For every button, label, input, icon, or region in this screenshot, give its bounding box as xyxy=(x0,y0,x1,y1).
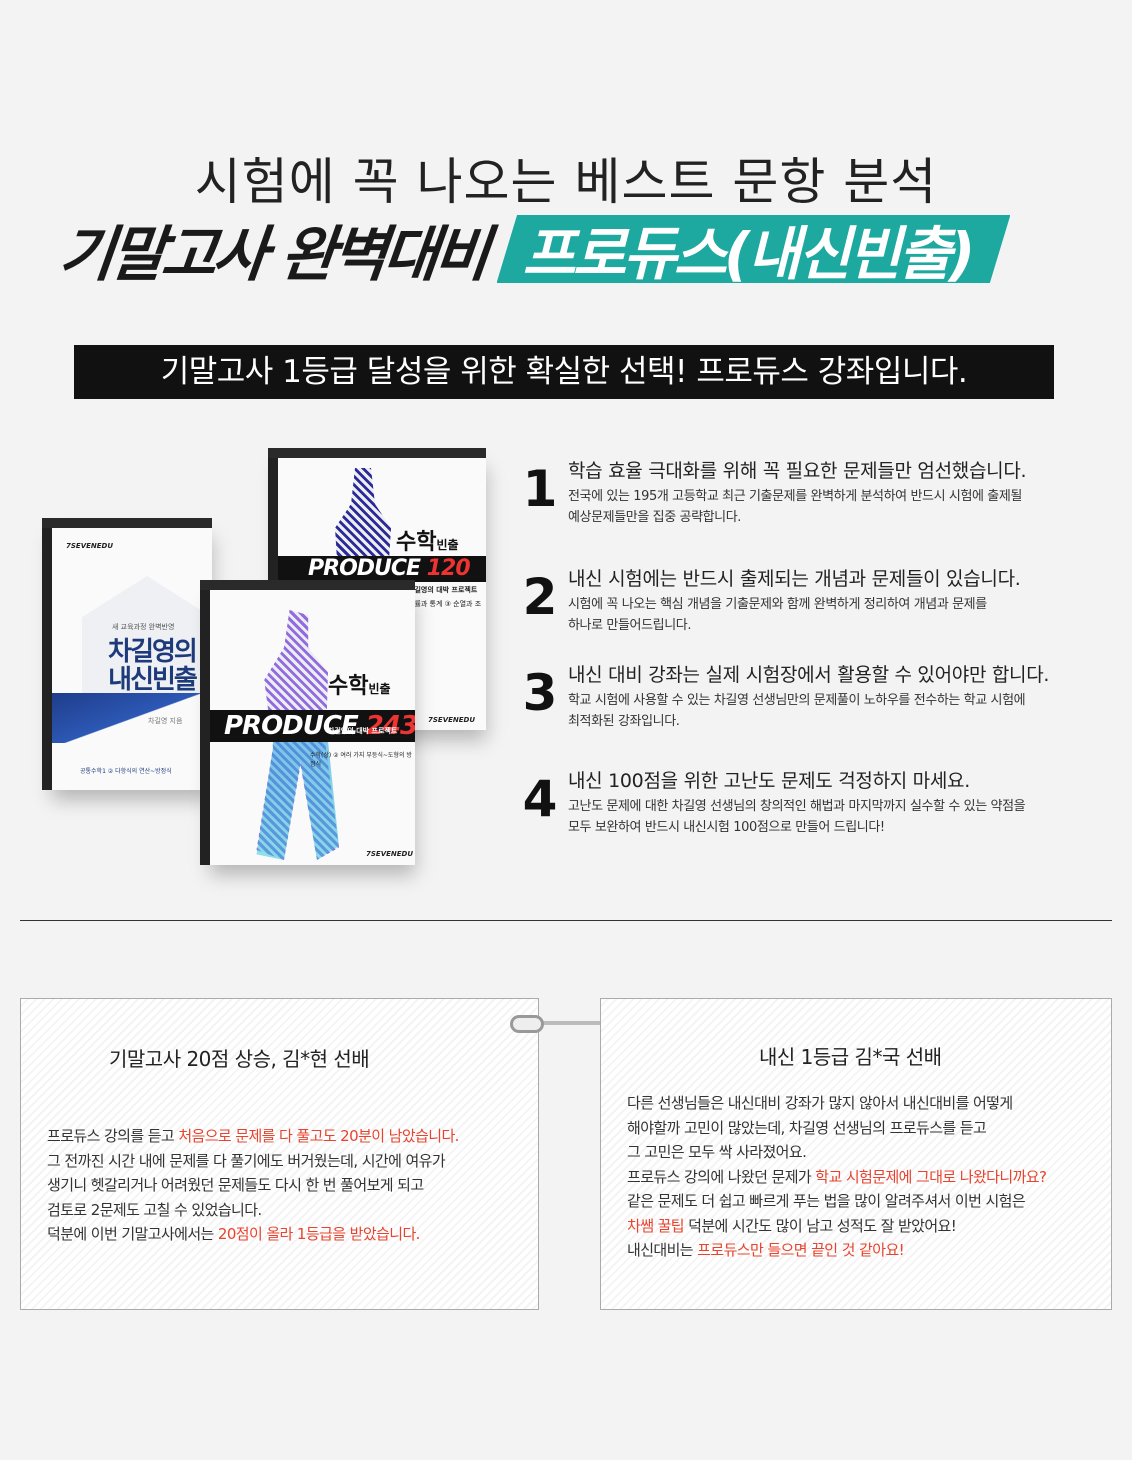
review-line: 덕분에 이번 기말고사에서는 20점이 올라 1등급을 받았습니다. xyxy=(47,1222,459,1247)
point-heading: 내신 시험에는 반드시 출제되는 개념과 문제들이 있습니다. xyxy=(568,568,1021,590)
book-a-small: 새 교육과정 완벽반영 xyxy=(112,623,175,631)
review-highlight: 20점이 올라 1등급을 받았습니다. xyxy=(217,1225,421,1243)
promo-banner: 기말고사 1등급 달성을 위한 확실한 선택! 프로듀스 강좌입니다. xyxy=(74,345,1054,399)
point-1: 1 학습 효율 극대화를 위해 꼭 필요한 문제들만 엄선했습니다. 전국에 있… xyxy=(520,456,1110,546)
review-line: 해야할까 고민이 많았는데, 차길영 선생님의 프로듀스를 듣고 xyxy=(627,1118,987,1137)
headline-title-teal: 프로듀스(내신빈출) xyxy=(496,215,1011,283)
review-highlight: 학교 시험문제에 그대로 나왔다니까요? xyxy=(815,1167,1047,1186)
review-text: 내신대비는 xyxy=(627,1241,698,1259)
review-body: 프로듀스 강의를 듣고 처음으로 문제를 다 풀고도 20분이 남았습니다. 그… xyxy=(47,1124,459,1247)
review-line: 그 고민은 모두 싹 사라졌어요. xyxy=(627,1143,807,1161)
point-description: 전국에 있는 195개 고등학교 최근 기출문제를 완벽하게 분석하여 반드시 … xyxy=(568,486,1108,528)
review-title: 내신 1등급 김*국 선배 xyxy=(759,1045,942,1069)
point-number: 3 xyxy=(522,664,558,722)
point-number: 1 xyxy=(522,460,558,518)
review-line: 프로듀스 강의에 나왔던 문제가 학교 시험문제에 그대로 나왔다니까요? xyxy=(627,1165,1047,1190)
book-b-math-sub: 빈출 xyxy=(436,538,459,552)
review-line: 생기니 헷갈리거나 어려웠던 문제들도 다시 한 번 풀어보게 되고 xyxy=(47,1176,424,1194)
book-b-math: 수학빈출 xyxy=(396,524,459,556)
point-4: 4 내신 100점을 위한 고난도 문제도 걱정하지 마세요. 고난도 문제에 … xyxy=(520,766,1110,856)
book-c-math: 수학빈출 xyxy=(328,668,391,700)
card-connector-bar xyxy=(525,1021,625,1025)
book-produce-243: 수학빈출 PRODUCE 243 차길영의 대박 프로젝트 수학(상) ② 여러… xyxy=(200,580,415,865)
review-highlight: 프로듀스만 들으면 끝인 것 같아요! xyxy=(697,1241,905,1259)
review-line: 다른 선생님들은 내신대비 강좌가 많지 않아서 내신대비를 어떻게 xyxy=(627,1094,1013,1112)
book-c-produce: PRODUCE 243 xyxy=(210,710,415,742)
book-b-produce-text: PRODUCE xyxy=(308,556,421,581)
book-c-caption2: 수학(상) ② 여러 가지 부등식~도형의 방정식 xyxy=(310,752,412,768)
review-title: 기말고사 20점 상승, 김*현 선배 xyxy=(109,1047,370,1071)
point-description-line: 최적화된 강좌입니다. xyxy=(568,714,680,729)
point-description: 시험에 꼭 나오는 핵심 개념을 기출문제와 함께 완벽하게 정리하여 개념과 … xyxy=(568,594,1108,636)
review-highlight: 차쌤 꿀팁 xyxy=(627,1216,685,1235)
book-c-caption: 차길영의 대박 프로젝트 xyxy=(328,727,398,735)
point-description-line: 학교 시험에 사용할 수 있는 차길영 선생님만의 문제풀이 노하우를 전수하는… xyxy=(568,693,1026,708)
section-divider xyxy=(20,920,1112,921)
book-c-produce-text: PRODUCE xyxy=(224,711,359,741)
book-naesin-bincheol: 7SEVENEDU 새 교육과정 완벽반영 차길영의 내신빈출 차길영 지음 공… xyxy=(42,518,212,790)
ring-icon xyxy=(510,1015,544,1033)
book-a-title-line1: 차길영의 xyxy=(108,637,198,667)
book-b-produce: PRODUCE 120 xyxy=(278,556,486,582)
book-b-brand: 7SEVENEDU xyxy=(428,716,476,724)
book-c-math-text: 수학 xyxy=(328,674,369,699)
point-description: 학교 시험에 사용할 수 있는 차길영 선생님만의 문제풀이 노하우를 전수하는… xyxy=(568,690,1108,732)
review-body: 다른 선생님들은 내신대비 강좌가 많지 않아서 내신대비를 어떻게 해야할까 … xyxy=(627,1091,1047,1263)
book-c-brand: 7SEVENEDU xyxy=(366,850,414,858)
review-text: 덕분에 시간도 많이 남고 성적도 잘 받았어요! xyxy=(683,1216,957,1235)
point-3: 3 내신 대비 강좌는 실제 시험장에서 활용할 수 있어야만 합니다. 학교 … xyxy=(520,660,1110,750)
point-heading: 내신 100점을 위한 고난도 문제도 걱정하지 마세요. xyxy=(568,770,970,792)
review-card-left: 기말고사 20점 상승, 김*현 선배 프로듀스 강의를 듣고 처음으로 문제를… xyxy=(20,998,539,1310)
point-description-line: 고난도 문제에 대한 차길영 선생님의 창의적인 해법과 마지막까지 실수할 수… xyxy=(568,799,1026,814)
review-text: 프로듀스 강의에 나왔던 문제가 xyxy=(627,1167,816,1186)
point-description: 고난도 문제에 대한 차길영 선생님의 창의적인 해법과 마지막까지 실수할 수… xyxy=(568,796,1108,838)
review-line: 그 전까진 시간 내에 문제를 다 풀기에도 버거웠는데, 시간에 여유가 xyxy=(47,1151,446,1170)
point-heading: 학습 효율 극대화를 위해 꼭 필요한 문제들만 엄선했습니다. xyxy=(568,460,1027,482)
point-description-line: 전국에 있는 195개 고등학교 최근 기출문제를 완벽하게 분석하여 반드시 … xyxy=(568,489,1022,504)
book-a-title: 차길영의 내신빈출 xyxy=(82,638,222,694)
book-c-number: 243 xyxy=(365,711,415,741)
book-b-caption: 차길영의 대박 프로젝트 xyxy=(408,586,478,594)
review-text: 덕분에 이번 기말고사에서는 xyxy=(47,1225,218,1243)
review-line: 프로듀스 강의를 듣고 처음으로 문제를 다 풀고도 20분이 남았습니다. xyxy=(47,1124,459,1149)
book-b-caption2: 확률과 통계 ③ 순열과 조합 xyxy=(408,600,482,618)
book-a-title-line2: 내신빈출 xyxy=(108,665,198,695)
point-heading: 내신 대비 강좌는 실제 시험장에서 활용할 수 있어야만 합니다. xyxy=(568,664,1050,686)
review-line: 같은 문제도 더 쉽고 빠르게 푸는 법을 많이 알려주셔서 이번 시험은 xyxy=(627,1192,1026,1210)
book-b-number: 120 xyxy=(426,556,471,581)
point-description-line: 하나로 만들어드립니다. xyxy=(568,618,692,633)
headline-title: 기말고사 완벽대비 프로듀스(내신빈출) xyxy=(56,212,1011,290)
review-line: 내신대비는 프로듀스만 들으면 끝인 것 같아요! xyxy=(627,1238,1046,1263)
headline-title-dark: 기말고사 완벽대비 xyxy=(55,219,490,290)
review-card-right: 내신 1등급 김*국 선배 다른 선생님들은 내신대비 강좌가 많지 않아서 내… xyxy=(600,998,1112,1310)
book-a-author: 차길영 지음 xyxy=(148,717,183,725)
book-a-brand: 7SEVENEDU xyxy=(66,542,114,550)
point-description-line: 예상문제들만을 집중 공략합니다. xyxy=(568,510,742,525)
book-b-math-text: 수학 xyxy=(396,530,437,555)
headline-subtitle: 시험에 꼭 나오는 베스트 문항 분석 xyxy=(194,153,938,211)
point-2: 2 내신 시험에는 반드시 출제되는 개념과 문제들이 있습니다. 시험에 꼭 … xyxy=(520,564,1110,654)
point-number: 4 xyxy=(522,770,558,828)
point-description-line: 시험에 꼭 나오는 핵심 개념을 기출문제와 함께 완벽하게 정리하여 개념과 … xyxy=(568,597,987,612)
point-description-line: 모두 보완하여 반드시 내신시험 100점으로 만들어 드립니다! xyxy=(568,820,885,835)
review-text: 프로듀스 강의를 듣고 xyxy=(47,1127,179,1145)
review-highlight: 처음으로 문제를 다 풀고도 20분이 남았습니다. xyxy=(178,1127,459,1145)
review-line: 검토로 2문제도 고칠 수 있었습니다. xyxy=(47,1200,262,1219)
review-line: 차쌤 꿀팁 덕분에 시간도 많이 남고 성적도 잘 받았어요! xyxy=(627,1214,1046,1239)
book-a-wave xyxy=(52,693,212,743)
book-c-math-sub: 빈출 xyxy=(368,682,391,696)
book-a-bottom: 공통수학1 ② 다항식의 연산~방정식 xyxy=(80,768,172,775)
point-number: 2 xyxy=(522,568,558,626)
